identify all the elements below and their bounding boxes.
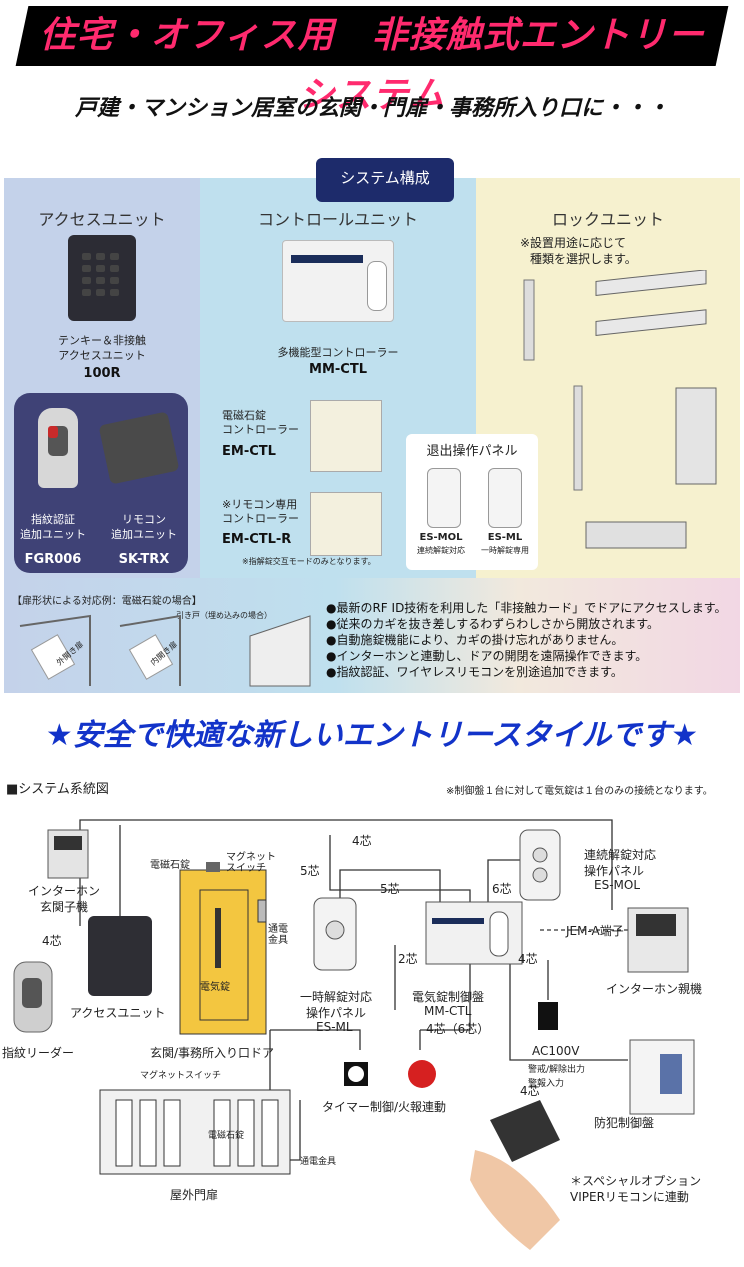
wire-4-left: 4芯: [42, 934, 62, 948]
remote-model: SK-TRX: [118, 552, 170, 567]
controller-label-2: MM-CTL: [424, 1004, 472, 1018]
wire-4-bottom: 4芯: [520, 1084, 540, 1098]
diagram-title: ■システム系統図: [6, 782, 109, 797]
intercom-sub-label-1: インターホン: [28, 884, 101, 898]
em-ctl-r-caption-2: コントローラー: [222, 512, 299, 525]
es-ml-label-3: ES-ML: [316, 1020, 353, 1034]
page-title: 住宅・オフィス用 非接触式エントリーシステム: [39, 15, 705, 116]
em-ctl-r-note: ※指解錠交互モードのみとなります。: [242, 557, 376, 566]
special-option-label-1: ＊スペシャルオプション: [570, 1174, 702, 1188]
access-unit-icon: [88, 916, 152, 996]
intercom-main-label: インターホン親機: [606, 982, 703, 996]
lock-heading: ロックユニット: [551, 210, 664, 229]
fingerprint-model: FGR006: [24, 552, 82, 567]
door-examples-image: [19, 614, 311, 687]
page-subtitle: 戸建・マンション居室の玄関・門扉・事務所入り口に・・・: [74, 96, 669, 121]
special-option-label-2: VIPERリモコンに連動: [570, 1190, 689, 1204]
feature-item: ●従来のカギを抜き差しするわずらわしさから開放されます。: [326, 617, 660, 631]
access-unit-label: アクセスユニット: [70, 1006, 166, 1020]
es-ml-caption: 一時解錠専用: [481, 546, 529, 555]
wiring-diagram: [13, 819, 695, 1250]
em-ctl-caption-2: コントローラー: [222, 423, 299, 436]
slogan: ★安全で快適な新しいエントリースタイルです★: [45, 718, 699, 753]
em-ctl-caption-1: 電磁石錠: [222, 409, 266, 422]
es-mol-image: [427, 468, 461, 528]
remote-caption-1: リモコン: [122, 513, 166, 526]
door-examples-label: 【扉形状による対応例：電磁石錠の場合】: [12, 596, 202, 607]
magnet-switch-label: マグネット スイッチ: [226, 852, 276, 874]
control-heading: コントロールユニット: [257, 210, 418, 229]
alarm-out-label: 警戒/解除出力: [528, 1065, 586, 1075]
features-strip: [4, 578, 740, 693]
lock-note-1: ※設置用途に応じて: [520, 236, 627, 250]
controller-label-1: 電気錠制御盤: [412, 990, 485, 1004]
mm-ctl-caption: 多機能型コントローラー: [277, 346, 399, 359]
sliding-door-label: 引き戸（埋め込みの場合）: [176, 611, 272, 620]
wire-4-top: 4芯: [352, 834, 372, 848]
wire-5-a: 5芯: [300, 864, 320, 878]
timer-fire-label: タイマー制御/火報連動: [322, 1100, 447, 1114]
es-ml-label-2: 操作パネル: [306, 1006, 367, 1020]
em-ctl-r-image: [310, 492, 382, 556]
gate-magnet-label: マグネットスイッチ: [140, 1071, 222, 1081]
remote-caption-2: 追加ユニット: [111, 528, 177, 541]
mm-ctl-image: [282, 240, 394, 322]
wire-6: 6芯: [492, 882, 512, 896]
diagram-note: ※制御盤１台に対して電気錠は１台のみの接続となります。: [446, 786, 713, 797]
es-mol-label-1: 連続解錠対応: [584, 848, 657, 862]
ac-plug-icon: [538, 1002, 558, 1030]
alarm-in-label: 警報入力: [528, 1079, 565, 1089]
outdoor-gate-label: 屋外門扉: [170, 1188, 219, 1202]
security-panel-label: 防犯制御盤: [594, 1116, 655, 1130]
es-ml-label-1: 一時解錠対応: [300, 990, 373, 1004]
es-mol-icon: [519, 829, 561, 901]
mm-ctl-model: MM-CTL: [309, 362, 367, 377]
wire-5-b: 5芯: [380, 882, 400, 896]
feature-item: ●最新のRF ID技術を利用した「非接触カード」でドアにアクセスします。: [326, 601, 727, 615]
feature-item: ●自動施錠機能により、カギの掛け忘れがありません。: [326, 633, 624, 647]
gate-power-label: 通電金具: [300, 1157, 337, 1167]
fingerprint-reader-label: 指紋リーダー: [2, 1046, 75, 1060]
intercom-sub-label-2: 玄関子機: [40, 900, 89, 914]
es-mol-caption: 連続解錠対応: [417, 546, 465, 555]
es-ml-image: [488, 468, 522, 528]
feature-item: ●インターホンと連動し、ドアの開閉を遠隔操作できます。: [326, 649, 648, 663]
controller-wire-label: 4芯（6芯）: [426, 1022, 490, 1036]
ac-label: AC100V: [532, 1044, 580, 1058]
keypad-model: 100R: [83, 366, 121, 381]
front-door-label: 玄関/事務所入り口ドア: [150, 1046, 275, 1060]
power-hardware-label: 通電 金具: [268, 924, 288, 946]
em-ctl-model: EM-CTL: [222, 444, 276, 459]
gate-lock-label: 電磁石錠: [208, 1131, 245, 1141]
jem-label: JEM-A端子: [566, 924, 624, 938]
fingerprint-caption-1: 指紋認証: [31, 513, 75, 526]
es-mol-label-2: 操作パネル: [584, 864, 645, 878]
system-tab: システム構成: [316, 158, 454, 202]
lock-units-image: [523, 270, 717, 549]
feature-item: ●指紋認証、ワイヤレスリモコンを別途追加できます。: [326, 665, 623, 679]
wire-2: 2芯: [398, 952, 418, 966]
em-ctl-r-model: EM-CTL-R: [222, 532, 292, 547]
fingerprint-caption-2: 追加ユニット: [20, 528, 86, 541]
em-lock-label: 電磁石錠: [150, 860, 190, 871]
viper-remote-icon: [490, 1100, 560, 1162]
es-mol-model: ES-MOL: [419, 532, 463, 543]
keypad-caption-2: アクセスユニット: [58, 349, 146, 362]
fingerprint-unit-image: [38, 408, 78, 488]
es-ml-model: ES-ML: [487, 532, 523, 543]
wire-4-right: 4芯: [518, 952, 538, 966]
features-list: ●最新のRF ID技術を利用した「非接触カード」でドアにアクセスします。 ●従来…: [326, 600, 727, 680]
em-ctl-image: [310, 400, 382, 472]
access-heading: アクセスユニット: [38, 210, 166, 229]
lock-note-2: 種類を選択します。: [530, 252, 637, 266]
fire-alarm-icon: [408, 1060, 436, 1088]
em-ctl-r-caption-1: ※リモコン専用: [222, 498, 298, 511]
exit-panel-heading: 退出操作パネル: [426, 444, 518, 459]
door-lock-label: 電気錠: [200, 982, 230, 993]
front-door-icon: [179, 869, 267, 1035]
keypad-unit-image: [68, 235, 136, 321]
keypad-caption-1: テンキー＆非接触: [58, 334, 146, 347]
es-mol-label-3: ES-MOL: [594, 878, 641, 892]
